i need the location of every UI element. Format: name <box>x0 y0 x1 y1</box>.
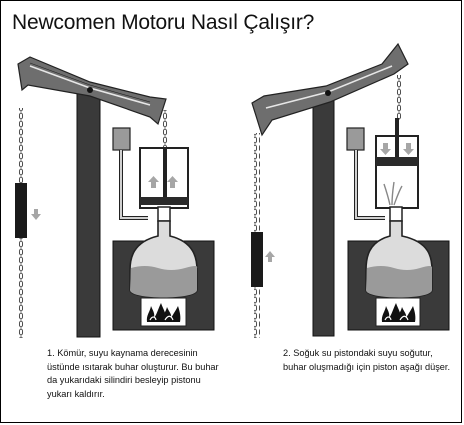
fire-icon <box>381 303 416 322</box>
arrow-up-icon <box>167 176 178 188</box>
support-post <box>312 87 335 337</box>
arrow-down-icon <box>380 143 391 155</box>
caption-step-1: 1. Kömür, suyu kaynama derecesinin üstün… <box>47 347 219 401</box>
rocking-beam <box>17 56 167 126</box>
caption-step-2: 2. Soğuk su pistondaki suyu soğutur, buh… <box>283 347 450 374</box>
cold-water-spray <box>383 181 403 206</box>
caption-line: da yukarıdaki silindiri besleyip pistonu <box>47 375 201 385</box>
counterweight <box>251 232 263 287</box>
engine-step-2 <box>251 42 450 338</box>
caption-line: 2. Soğuk su pistondaki suyu soğutur, <box>283 348 433 358</box>
piston <box>140 197 188 205</box>
caption-line: buhar oluşmadığı için piston aşağı düşer… <box>283 361 451 372</box>
page-title: Newcomen Motoru Nasıl Çalışır? <box>12 11 315 34</box>
caption-line: 1. Kömür, suyu kaynama derecesinin <box>47 348 198 358</box>
arrow-down-icon <box>31 209 41 220</box>
engine-step-1 <box>15 56 215 338</box>
caption-line: yukarı kaldırır. <box>47 388 105 399</box>
support-post <box>76 84 101 338</box>
chain-right <box>396 75 401 120</box>
arrow-down-icon <box>403 143 414 155</box>
counterweight <box>15 183 27 238</box>
boiler-water <box>130 266 198 298</box>
piston-rod <box>395 118 399 160</box>
water-tank <box>112 127 131 151</box>
piston-rod <box>163 148 167 200</box>
chain-right <box>163 110 168 150</box>
fire-icon <box>146 303 181 322</box>
caption-line: üstünde ısıtarak buhar oluşturur. Bu buh… <box>47 361 219 372</box>
rocking-beam <box>251 42 409 137</box>
water-tank <box>346 127 365 151</box>
arrow-up-icon <box>148 176 159 188</box>
piston <box>376 157 418 166</box>
boiler-water <box>366 266 433 298</box>
arrow-up-icon <box>265 251 275 262</box>
